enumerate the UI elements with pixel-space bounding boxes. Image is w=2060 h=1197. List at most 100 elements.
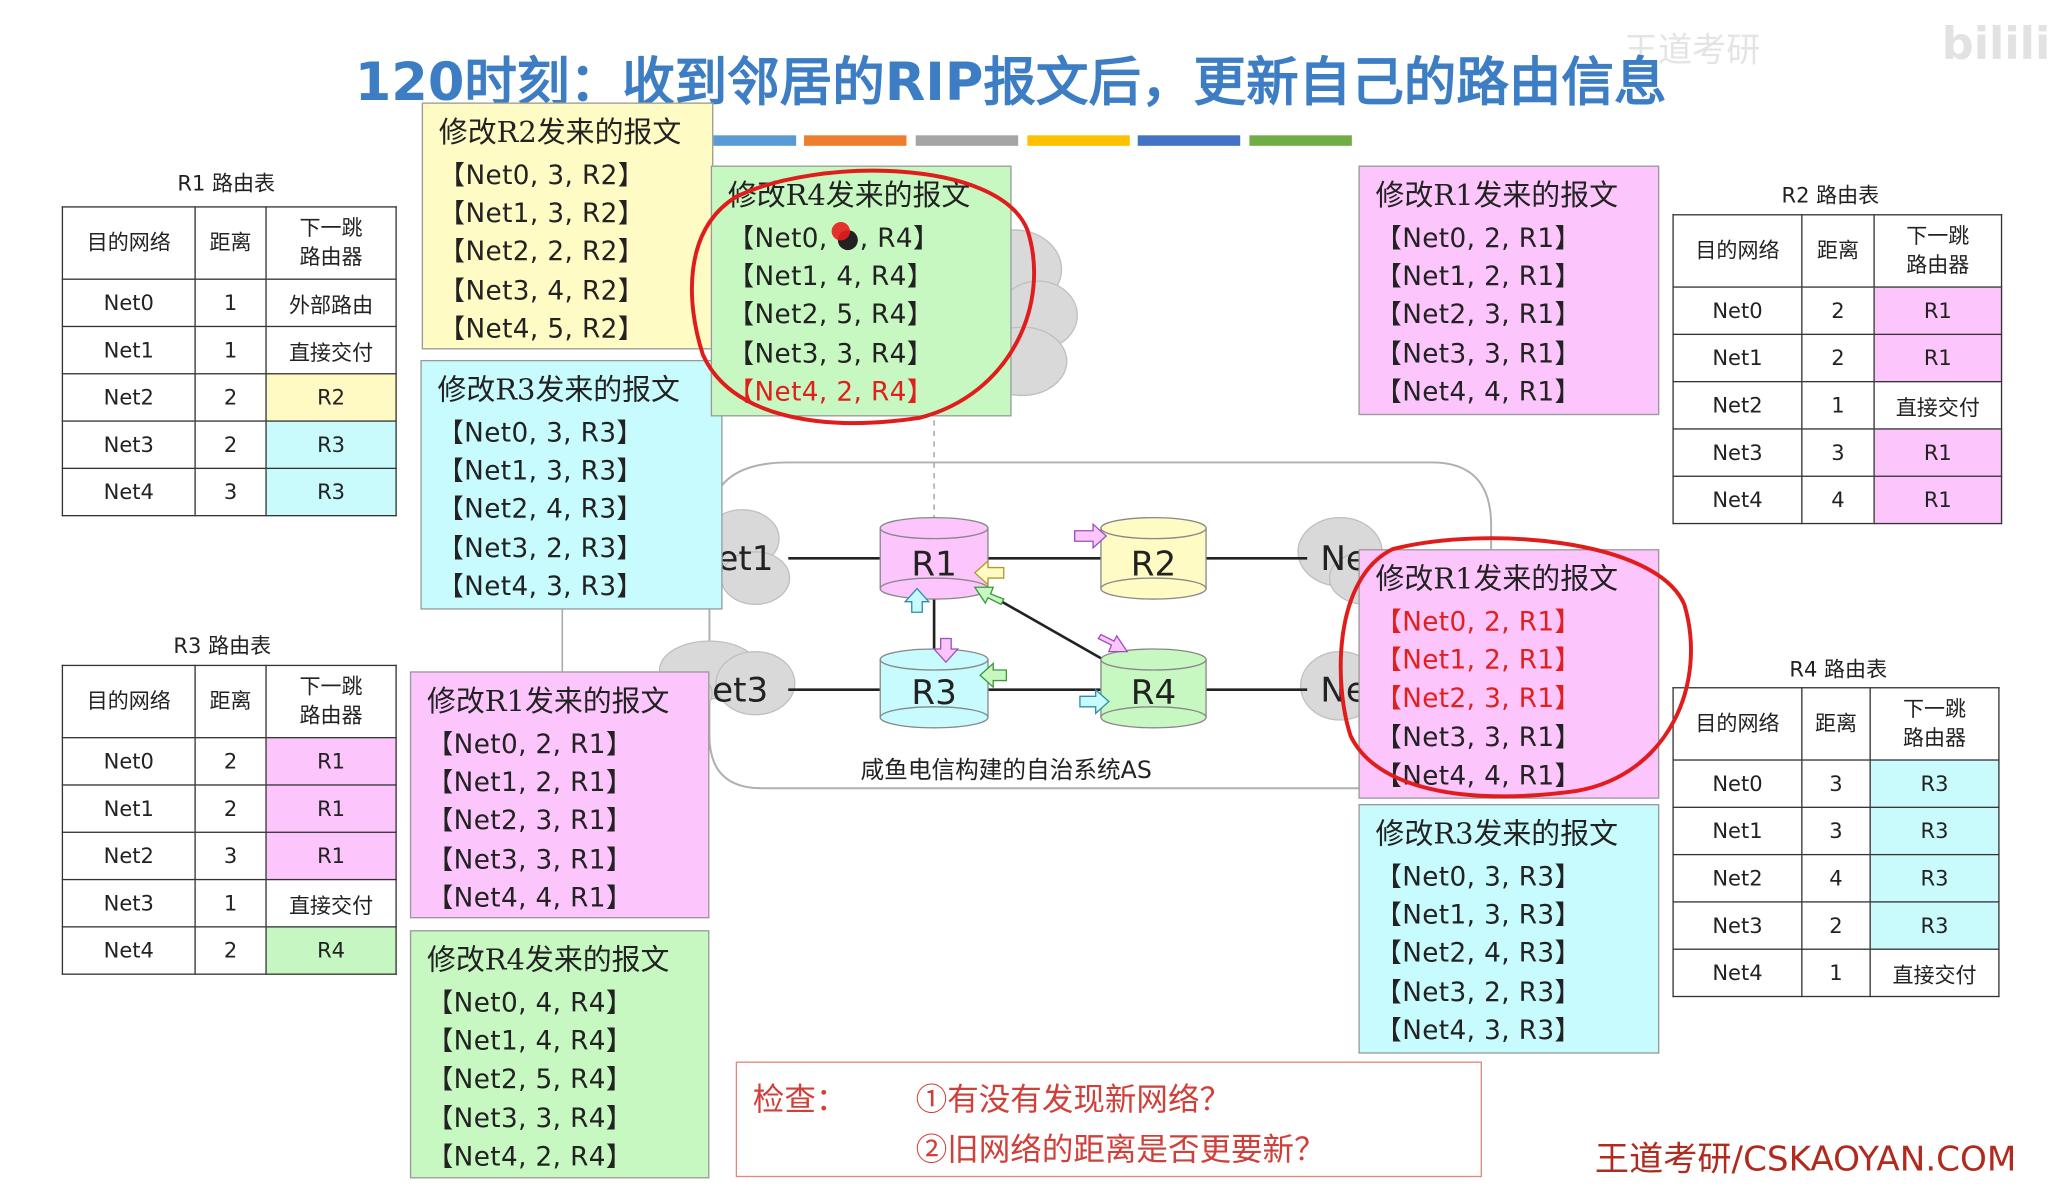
cell-dest: Net3 <box>61 878 196 928</box>
message-entry: 【Net3, 3, R1】 <box>1375 337 1582 369</box>
next-header-text: 下一跳路由器 <box>1906 223 1970 278</box>
message-entry: 【Net3, 3, R4】 <box>727 337 934 369</box>
message-entry: 【Net2, 5, R4】 <box>426 1063 633 1095</box>
cell-dist: 3 <box>194 831 267 881</box>
as-label: 咸鱼电信构建的自治系统AS <box>860 756 1152 785</box>
cell-dist: 3 <box>1801 806 1871 856</box>
col-header-next: 下一跳路由器 <box>1873 214 2003 288</box>
check-question-2: ②旧网络的距离是否更要新？ <box>915 1131 1326 1168</box>
check-box: 检查： ①有没有发现新网络？ ②旧网络的距离是否更要新？ <box>735 1061 1482 1178</box>
cell-dist: 4 <box>1801 475 1875 525</box>
color-bar-segment <box>1027 135 1130 146</box>
cell-next: R1 <box>1873 286 2003 336</box>
message-entry: 【Net2, 5, R4】 <box>727 298 934 331</box>
message-header: 修改R3发来的报文 <box>1375 818 1618 852</box>
router-r4-label: R4 <box>1131 673 1176 713</box>
cell-dest: Net0 <box>61 278 196 328</box>
message-box-r1-to-r2: 修改R1发来的报文【Net0, 2, R1】【Net1, 2, R1】【Net2… <box>1358 165 1660 416</box>
message-header: 修改R4发来的报文 <box>426 944 670 978</box>
router-r3-label: R3 <box>911 673 956 713</box>
cell-next: R1 <box>1873 428 2003 477</box>
message-entry: 【Net3, 3, R1】 <box>1375 720 1582 753</box>
message-entry: 【Net1, 4, R4】 <box>727 260 934 292</box>
message-header: 修改R2发来的报文 <box>438 116 682 150</box>
message-entry: 【Net2, 3, R1】 <box>426 804 633 837</box>
message-entry: 【Net2, 4, R3】 <box>1375 937 1582 969</box>
cell-dest: Net2 <box>1672 380 1803 430</box>
message-entry: 【Net2, 3, R1】 <box>1375 682 1582 714</box>
cell-dist: 1 <box>194 878 267 928</box>
cell-next: 直接交付 <box>265 878 397 928</box>
router-r3: R3 <box>879 648 989 729</box>
color-bar-segment <box>1249 135 1352 146</box>
cell-next: 直接交付 <box>265 325 397 375</box>
message-header: 修改R3发来的报文 <box>437 374 680 408</box>
col-header-next: 下一跳路由器 <box>265 664 397 739</box>
cell-dist: 2 <box>194 420 267 470</box>
router-r1-label: R1 <box>911 544 956 584</box>
msg-arrow-r3-to-r1 <box>903 587 931 613</box>
message-entry: 【Net0, 3, R2】 <box>438 158 645 191</box>
message-entry: 【Net1, 3, R3】 <box>437 454 644 487</box>
message-header: 修改R1发来的报文 <box>1375 563 1618 597</box>
message-entry: 【Net4, 2, R4】 <box>727 375 934 408</box>
cell-dist: 2 <box>1801 901 1871 950</box>
message-entry: 【Net1, 3, R3】 <box>1375 898 1582 931</box>
message-entry: 【Net3, 3, R1】 <box>426 842 633 875</box>
cell-next: 直接交付 <box>1869 948 2000 998</box>
col-header-next: 下一跳路由器 <box>1869 687 2000 761</box>
message-entry: 【Net4, 3, R3】 <box>1375 1013 1582 1046</box>
col-header-dest: 目的网络 <box>61 206 196 280</box>
message-entry: 【Net3, 2, R3】 <box>437 531 644 564</box>
col-header-dist: 距离 <box>194 664 267 739</box>
cell-dest: Net3 <box>61 420 196 470</box>
message-entry: 【Net1, 2, R1】 <box>1375 644 1582 676</box>
message-entry: 【Net0, 4, R4】 <box>426 986 633 1019</box>
col-header-next: 下一跳路由器 <box>265 206 397 280</box>
message-entry: 【Net0, 2, R1】 <box>1375 605 1582 638</box>
message-entry: 【Net4, 2, R4】 <box>426 1140 633 1172</box>
message-entry: 【Net4, 5, R2】 <box>438 312 645 344</box>
message-entry: 【Net2, 2, R2】 <box>438 235 645 268</box>
cell-dest: Net0 <box>1672 286 1803 336</box>
col-header-dist: 距离 <box>194 206 267 280</box>
bilibili-logo: bilili <box>1941 18 2051 71</box>
cell-next: R1 <box>265 831 397 881</box>
cell-next: R3 <box>265 420 397 470</box>
cell-dist: 3 <box>1801 759 1871 808</box>
net1-label: et1 <box>717 539 773 579</box>
color-bar-segment <box>804 135 907 146</box>
r2-table-caption: R2 路由表 <box>1781 182 1880 208</box>
message-header: 修改R4发来的报文 <box>727 179 971 213</box>
message-entry: 【Net0, 3, R3】 <box>1375 860 1582 893</box>
cell-next: 直接交付 <box>1873 380 2003 430</box>
brand-footer: 王道考研/CSKAOYAN.COM <box>1594 1140 2017 1180</box>
message-box-r2-to-r1: 修改R2发来的报文【Net0, 3, R2】【Net1, 3, R2】【Net2… <box>421 102 714 350</box>
color-bar-segment <box>693 135 797 146</box>
cell-dest: Net1 <box>61 784 196 833</box>
cell-dist: 2 <box>194 373 267 422</box>
cell-next: R3 <box>1869 853 2000 903</box>
router-r2: R2 <box>1100 516 1207 600</box>
message-box-r4-to-r3: 修改R4发来的报文【Net0, 4, R4】【Net1, 4, R4】【Net2… <box>409 930 710 1179</box>
msg-arrow-r1-to-r3 <box>932 637 960 664</box>
r3-table-caption: R3 路由表 <box>173 633 272 659</box>
message-header: 修改R1发来的报文 <box>1375 179 1618 213</box>
message-entry: 【Net4, 4, R1】 <box>1375 375 1582 408</box>
cell-dist: 2 <box>194 737 267 786</box>
message-box-r1-to-r3: 修改R1发来的报文【Net0, 2, R1】【Net1, 2, R1】【Net2… <box>409 671 710 919</box>
